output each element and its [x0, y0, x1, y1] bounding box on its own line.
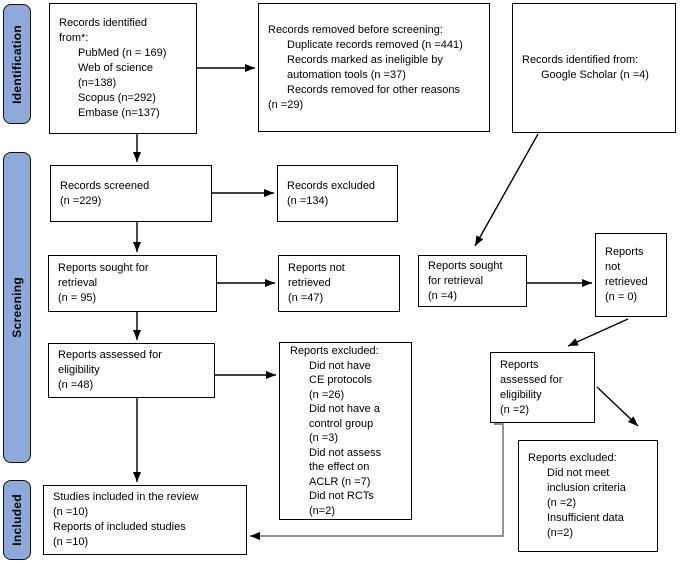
stage-tab-included: Included: [3, 480, 31, 560]
arrow-not-retrieved-gs-to-assessed-gs: [567, 318, 629, 347]
text-line: (n=2): [309, 504, 335, 517]
stage-tab-screening: Screening: [3, 152, 31, 463]
text-line: Did not have a: [309, 403, 380, 415]
text-line: the effect on: [309, 461, 370, 473]
box-reports-sought-for-retrieval: Reports sought for retrieval (n = 95): [48, 255, 217, 312]
text-line: (n =3): [309, 432, 339, 444]
box-studies-included: Studies included in the review (n =10) R…: [43, 485, 247, 555]
text-line: (n =2): [547, 497, 577, 509]
text-line: (n = 95): [58, 292, 97, 304]
text-line: Embase (n=137): [78, 107, 160, 119]
text-line: Reports assessed for: [58, 349, 162, 361]
text-line: Did not assess: [309, 446, 382, 459]
box-reports-assessed-for-eligibility: Reports assessed for eligibility (n =48): [48, 343, 215, 398]
box-records-identified-databases: Records identified from*: PubMed (n = 16…: [49, 3, 197, 134]
text-line: ACLR (n =7): [309, 475, 371, 488]
text-line: not: [605, 261, 621, 273]
stage-label-identification: Identification: [10, 24, 24, 104]
text-line: Records marked as ineligible by: [287, 53, 443, 66]
text-line: Records screened: [60, 179, 150, 192]
text-line: (n =10): [53, 536, 89, 548]
text-line: Insufficient data: [547, 512, 624, 524]
text-line: Reports excluded:: [290, 345, 379, 357]
text-line: Did not RCTs: [309, 490, 374, 502]
text-line: (n =134): [287, 194, 329, 207]
box-records-removed-before-screening: Records removed before screening: Duplic…: [258, 3, 490, 132]
text-line: (n =229): [60, 194, 102, 207]
box-reports-assessed-for-eligibility-gs: Reports assessed for eligibility (n =2): [490, 352, 595, 423]
box-reports-not-retrieved: Reports not retrieved (n =47): [278, 255, 400, 312]
box-records-screened: Records screened (n =229): [50, 165, 212, 222]
box-reports-excluded-reasons: Reports excluded: Did not have CE protoc…: [279, 342, 412, 520]
box-reports-excluded-gs: Reports excluded: Did not meet inclusion…: [518, 440, 658, 552]
text-line: (n =47): [288, 292, 324, 304]
text-line: inclusion criteria: [547, 482, 626, 494]
text-line: (n=2): [547, 527, 573, 539]
text-line: Studies included in the review: [53, 491, 199, 503]
text-line: from*:: [59, 32, 89, 44]
text-line: Reports excluded:: [528, 452, 617, 464]
box-reports-sought-for-retrieval-gs: Reports sought for retrieval (n =4): [418, 255, 527, 307]
text-line: CE protocols: [309, 374, 372, 386]
text-line: retrieved: [605, 276, 648, 288]
text-line: Web of science: [78, 62, 154, 74]
text-line: (n =48): [58, 379, 94, 391]
text-line: Reports sought: [428, 259, 503, 272]
text-line: eligibility: [58, 364, 100, 376]
text-line: (n = 0): [605, 291, 638, 303]
text-line: eligibility: [500, 388, 542, 401]
text-line: Reports not: [288, 262, 345, 274]
text-line: Reports sought for: [58, 262, 149, 274]
text-line: Duplicate records removed (n =441): [287, 38, 463, 51]
text-line: automation tools (n =37): [287, 68, 406, 81]
text-line: retrieval: [58, 277, 98, 289]
connector-assessed-gs-to-included: [250, 423, 504, 540]
text-line: Records excluded: [287, 179, 376, 192]
text-line: (n =2): [500, 403, 530, 416]
text-line: Records removed for other reasons: [287, 83, 461, 96]
text-line: for retrieval: [428, 274, 484, 287]
text-line: assessed for: [500, 373, 563, 386]
text-line: Records identified: [59, 17, 148, 29]
stage-tab-identification: Identification: [3, 4, 31, 124]
text-line: Records identified from:: [522, 54, 639, 66]
text-line: Reports: [605, 246, 644, 258]
arrow-assessed-gs-to-excluded-gs: [596, 386, 639, 427]
stage-label-included: Included: [10, 494, 24, 546]
text-line: Did not meet: [547, 467, 610, 479]
text-line: Google Scholar (n =4): [541, 69, 649, 81]
box-reports-not-retrieved-gs: Reports not retrieved (n = 0): [595, 233, 667, 317]
text-line: Scopus (n=292): [78, 92, 156, 104]
text-line: control group: [309, 417, 374, 430]
text-line: Did not have: [309, 359, 371, 372]
text-line: Reports of included studies: [53, 521, 186, 533]
text-line: Reports: [500, 358, 539, 371]
text-line: (n =26): [309, 388, 345, 401]
text-line: PubMed (n = 169): [78, 47, 167, 59]
text-line: Records removed before screening:: [268, 23, 443, 36]
text-line: (n =29): [268, 98, 304, 111]
stage-label-screening: Screening: [10, 277, 24, 338]
text-line: (n =10): [53, 506, 89, 518]
box-records-identified-google-scholar: Records identified from: Google Scholar …: [512, 3, 676, 133]
text-line: (n=138): [78, 77, 117, 89]
arrow-scholar-to-sought-gs: [474, 133, 539, 247]
text-line: (n =4): [428, 289, 458, 302]
text-line: retrieved: [288, 277, 331, 289]
box-records-excluded: Records excluded (n =134): [277, 165, 398, 222]
